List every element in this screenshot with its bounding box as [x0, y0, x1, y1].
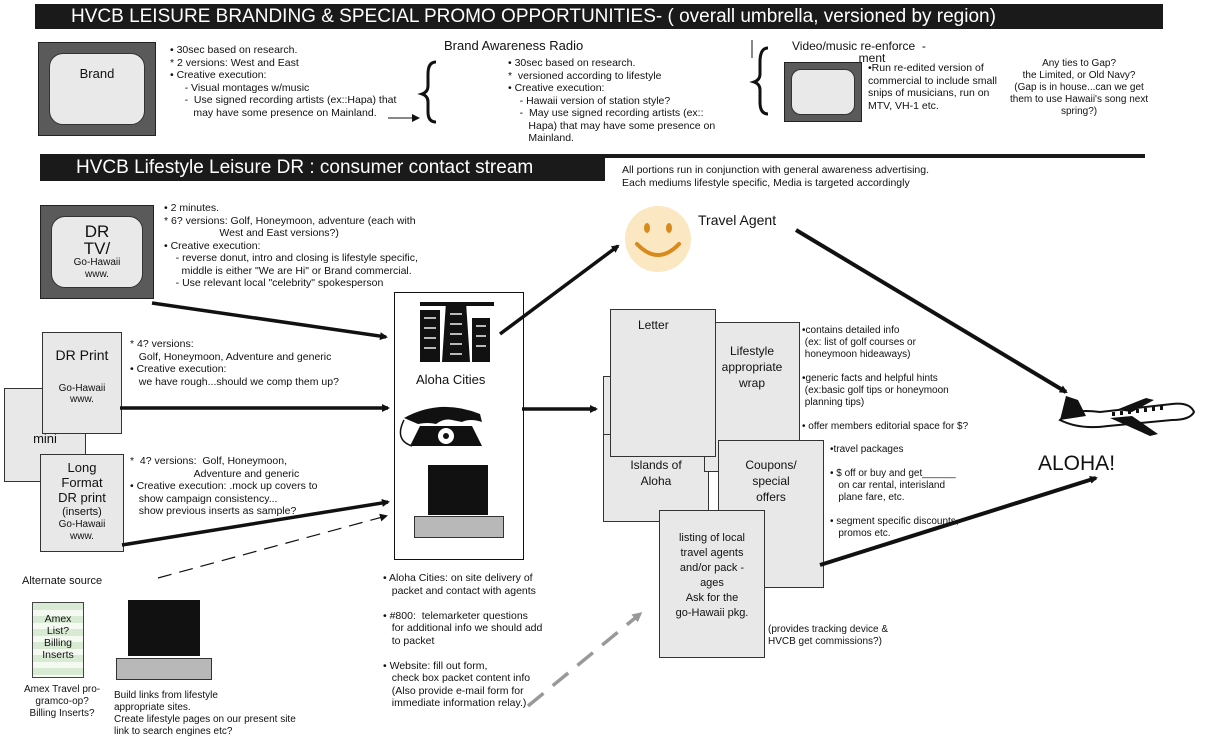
dr-print-sub2: www. [70, 394, 94, 405]
arrow-alt-dashed [157, 513, 388, 579]
packet-notes-1: •contains detailed info (ex: list of gol… [802, 325, 969, 432]
listing-l4: ages [700, 577, 724, 589]
hub-notes: • Aloha Cities: on site delivery of pack… [383, 572, 543, 709]
gap-note: Any ties to Gap? the Limited, or Old Nav… [1010, 58, 1149, 117]
amex-l3: Billing [43, 637, 72, 649]
header-bar-branding: HVCB LEISURE BRANDING & SPECIAL PROMO OP… [35, 4, 1163, 29]
long-format-notes: * 4? versions: Golf, Honeymoon, Adventur… [130, 455, 318, 517]
conjunction-note: All portions run in conjunction with gen… [622, 164, 930, 189]
arrow-drtv-to-hub [151, 301, 388, 341]
listing-l3: and/or pack - [679, 562, 745, 574]
mini-label: mini [33, 431, 57, 446]
video-notes: •Run re-edited version of commercial to … [868, 62, 997, 112]
aloha-cities-label: Aloha Cities [416, 372, 486, 387]
long-format-l5: Go-Hawaii [58, 519, 106, 530]
coupons-l2: special [752, 474, 790, 488]
listing-l6: go-Hawaii pkg. [675, 607, 749, 619]
dr-tv-icon: DR TV/ Go-Hawaii www. [40, 205, 154, 299]
header-divider [605, 154, 1145, 158]
long-format-l3: DR print [58, 490, 106, 505]
arrow-hub-to-agent [498, 244, 620, 336]
alternate-source-label: Alternate source [22, 575, 103, 587]
radio-notes: • 30sec based on research. * versioned a… [508, 57, 716, 144]
dr-print-title: DR Print [55, 347, 109, 363]
city-skyline-icon [420, 302, 494, 362]
brace-left [417, 60, 437, 124]
telephone-icon [399, 406, 482, 447]
video-tv-icon [784, 62, 862, 122]
wrap-l3: wrap [738, 376, 765, 390]
header-bar-lifestyle: HVCB Lifestyle Leisure DR : consumer con… [40, 154, 605, 181]
long-format-card: Long Format DR print (inserts) Go-Hawaii… [40, 454, 124, 552]
arrow-longformat-to-hub [121, 499, 390, 547]
arrow-packet-to-aloha [819, 475, 1098, 567]
listing-card: listing of local travel agents and/or pa… [659, 510, 765, 658]
header-title-branding: HVCB LEISURE BRANDING & SPECIAL PROMO OP… [71, 6, 996, 27]
amex-l1: Amex [44, 613, 72, 625]
coupons-l1: Coupons/ [745, 458, 797, 472]
laptop-base-hub [414, 516, 504, 538]
laptop-note: Build links from lifestyle appropriate s… [114, 690, 296, 737]
brand-tv-label: Brand [79, 66, 115, 81]
aloha-label: ALOHA! [1038, 452, 1116, 475]
listing-l1: listing of local [678, 532, 746, 544]
wrap-l2: appropriate [721, 360, 783, 374]
amex-caption: Amex Travel pro- gramco-op? Billing Inse… [24, 684, 101, 719]
listing-l2: travel agents [680, 547, 744, 559]
coupons-l3: offers [756, 490, 786, 504]
laptop-base-left [116, 658, 212, 680]
arrow-agent-to-aloha [794, 228, 1068, 394]
dr-print-card: DR Print Go-Hawaii www. [42, 332, 122, 434]
letter-label: Letter [638, 318, 669, 332]
video-title: Video/music re-enforce - ment [792, 39, 926, 65]
arrow-web-to-packet-dashed [526, 612, 643, 708]
laptop-screen-left [128, 600, 200, 656]
long-format-l6: www. [70, 531, 94, 542]
listing-l5: Ask for the [685, 592, 739, 604]
brand-tv-icon: Brand [38, 42, 156, 136]
islands-l2: Aloha [640, 474, 672, 488]
long-format-l2: Format [61, 475, 103, 490]
laptop-screen-hub [428, 465, 488, 515]
dr-tv-label-1: DR [84, 222, 110, 241]
dr-print-sub1: Go-Hawaii [58, 383, 106, 394]
travel-agent-label: Travel Agent [698, 212, 777, 228]
dr-print-notes: * 4? versions: Golf, Honeymoon, Adventur… [130, 338, 339, 388]
long-format-l1: Long [67, 460, 97, 475]
dr-tv-label-2: TV/ [83, 239, 111, 258]
amex-l2: List? [46, 625, 70, 637]
letter-card: Letter [610, 309, 716, 457]
tracking-note: (provides tracking device & HVCB get com… [768, 624, 889, 647]
wrap-l1: Lifestyle [729, 344, 775, 358]
long-format-l4: (inserts) [62, 506, 102, 518]
islands-l1: Islands of [630, 458, 682, 472]
airplane-icon [1058, 396, 1196, 436]
amex-card: Amex List? Billing Inserts [32, 602, 84, 678]
header-title-lifestyle: HVCB Lifestyle Leisure DR : consumer con… [76, 157, 534, 178]
packet-notes-2: •travel packages • $ off or buy and get_… [830, 444, 959, 539]
smiley-icon [625, 206, 691, 272]
brace-right [749, 46, 769, 116]
amex-l4: Inserts [42, 649, 74, 661]
dr-tv-notes: • 2 minutes. * 6? versions: Golf, Honeym… [164, 202, 418, 289]
brand-notes: • 30sec based on research. * 2 versions:… [170, 44, 397, 119]
radio-title: Brand Awareness Radio [444, 38, 584, 53]
dr-tv-label-3: Go-Hawaii [73, 257, 121, 268]
dr-tv-label-4: www. [85, 269, 109, 280]
